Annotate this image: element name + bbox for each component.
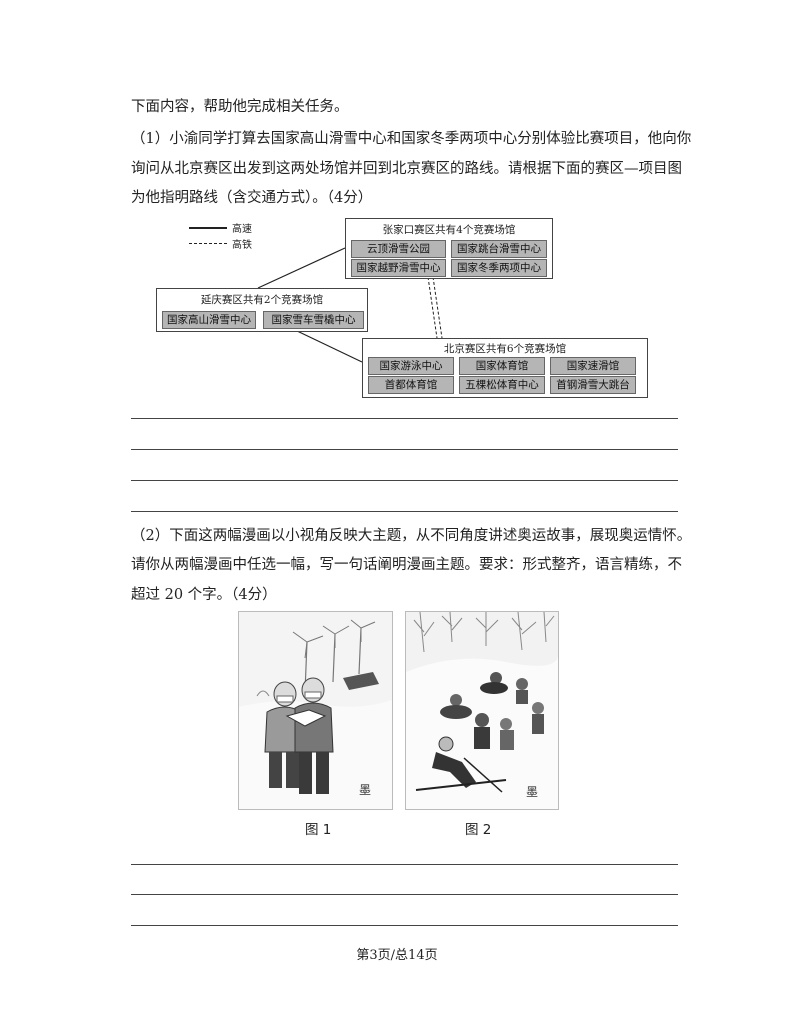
venue-item: 国家越野滑雪中心 xyxy=(351,259,446,277)
venue-item: 国家跳台滑雪中心 xyxy=(451,240,547,258)
zhangjiakou-yanqing-highway xyxy=(257,247,346,289)
rail-line-1 xyxy=(427,276,438,339)
yanqing-beijing-highway xyxy=(294,329,363,363)
connection-lines xyxy=(257,247,443,363)
artist-seal-text-2: 墨 xyxy=(526,785,538,799)
q1-line-1: （1）小渝同学打算去国家高山滑雪中心和国家冬季两项中心分别体验比赛项目，他向你 xyxy=(131,131,692,147)
intro-text: 下面内容，帮助他完成相关任务。 xyxy=(131,99,349,115)
figure-1-caption: 图 1 xyxy=(305,822,332,838)
highway-legend-label: 高速 xyxy=(232,224,252,235)
artist-seal-text: 墨 xyxy=(359,783,371,797)
q2-line-1: （2）下面这两幅漫画以小视角反映大主题，从不同角度讲述奥运故事，展现奥运情怀。 xyxy=(131,528,692,544)
yanqing-zone-title: 延庆赛区共有2个竞赛场馆 xyxy=(200,294,324,306)
answer-line xyxy=(131,418,678,419)
answer-line xyxy=(131,894,678,895)
venue-item: 国家雪车雪橇中心 xyxy=(263,311,364,329)
venue-item: 五棵松体育中心 xyxy=(459,376,545,394)
comic-figure-2: 墨 xyxy=(405,611,559,810)
beijing-zone-title: 北京赛区共有6个竞赛场馆 xyxy=(443,343,567,355)
rail-line-2 xyxy=(432,276,443,339)
answer-line xyxy=(131,925,678,926)
answer-line xyxy=(131,511,678,512)
zhangjiakou-zone-title: 张家口赛区共有4个竞赛场馆 xyxy=(382,224,516,236)
zhangjiakou-zone-box: 张家口赛区共有4个竞赛场馆 云顶滑雪公园 国家跳台滑雪中心 国家越野滑雪中心 国… xyxy=(345,218,553,279)
venue-item: 国家游泳中心 xyxy=(368,357,454,375)
answer-line xyxy=(131,480,678,481)
beijing-zone-box: 北京赛区共有6个竞赛场馆 国家游泳中心 国家体育馆 国家速滑馆 首都体育馆 五棵… xyxy=(362,338,648,398)
venue-item: 首都体育馆 xyxy=(368,376,454,394)
venue-item: 国家冬季两项中心 xyxy=(451,259,547,277)
comic-figure-1: 墨 xyxy=(238,611,393,810)
yanqing-zone-box: 延庆赛区共有2个竞赛场馆 国家高山滑雪中心 国家雪车雪橇中心 xyxy=(156,288,368,332)
rail-legend-label: 高铁 xyxy=(232,240,252,251)
highway-legend-line xyxy=(189,227,227,229)
q1-line-3: 为他指明路线（含交通方式）。（4分） xyxy=(131,190,373,206)
rail-legend-line xyxy=(189,243,227,244)
venue-item: 国家体育馆 xyxy=(459,357,545,375)
venue-item: 国家速滑馆 xyxy=(550,357,636,375)
q2-line-2: 请你从两幅漫画中任选一幅，写一句话阐明漫画主题。要求：形式整齐，语言精练，不 xyxy=(131,557,682,573)
figure-2-caption: 图 2 xyxy=(465,822,492,838)
q1-line-2: 询问从北京赛区出发到这两处场馆并回到北京赛区的路线。请根据下面的赛区—项目图 xyxy=(131,161,682,177)
venue-item: 首钢滑雪大跳台 xyxy=(550,376,636,394)
answer-line xyxy=(131,864,678,865)
venue-item: 国家高山滑雪中心 xyxy=(162,311,256,329)
q2-line-3: 超过 20 个字。（4分） xyxy=(131,587,277,603)
answer-line xyxy=(131,449,678,450)
page-number-footer: 第3页/总14页 xyxy=(356,948,438,963)
venue-item: 云顶滑雪公园 xyxy=(351,240,446,258)
